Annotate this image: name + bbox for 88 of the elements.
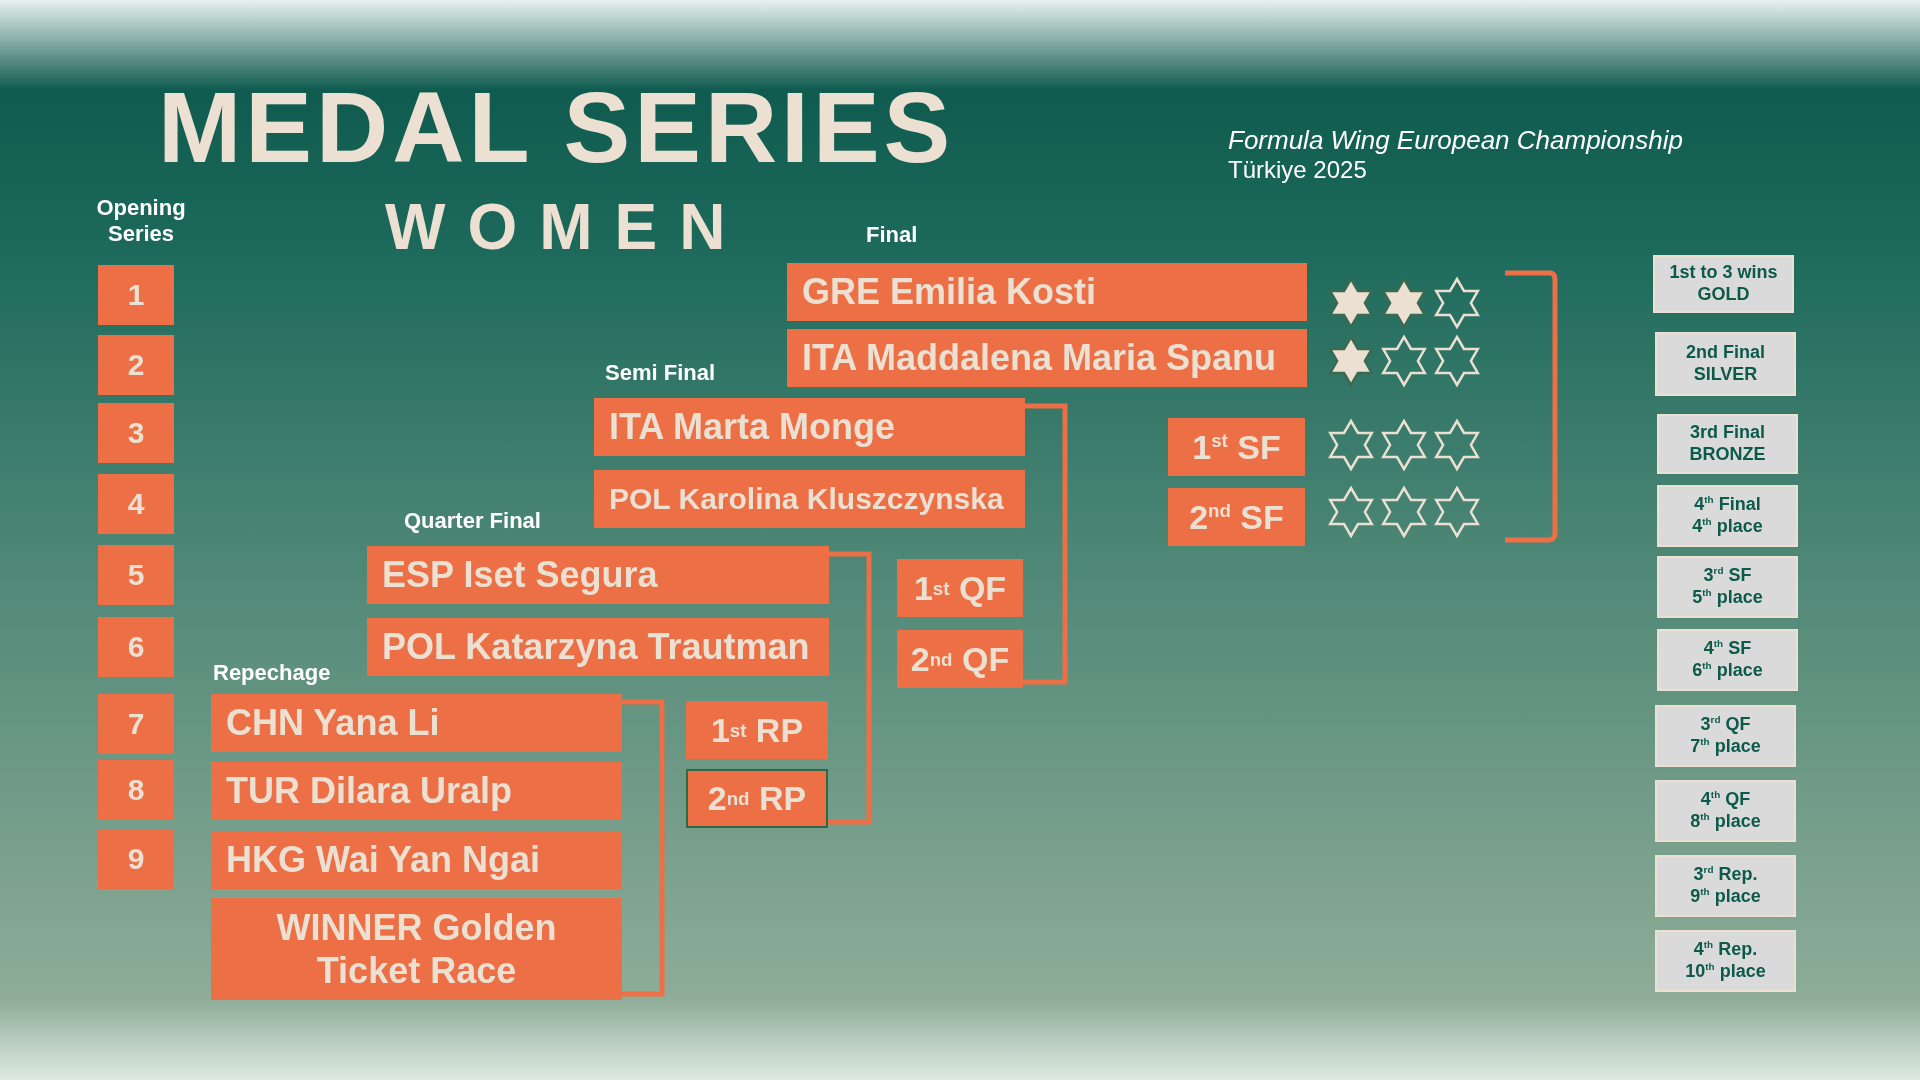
race-slot-box	[897, 559, 1023, 617]
placing-text: 6$^{th}$ place	[1692, 660, 1763, 682]
placing-text: 4$^{th}$ place	[1692, 516, 1763, 538]
placing-text: 3$^{rd}$ Rep.	[1693, 864, 1758, 886]
seed-number: 1	[127, 278, 145, 312]
bracket-connector	[1023, 403, 1068, 685]
athlete-name: POL Katarzyna Trautman	[382, 626, 811, 668]
seed-number: 4	[127, 487, 145, 521]
athlete-box	[367, 546, 829, 604]
race-slot-label: 1$^{st}$ SF	[1192, 427, 1281, 467]
athlete-box	[211, 898, 622, 1000]
placing-box	[1657, 414, 1798, 474]
athlete-name: ITA Marta Monge	[609, 406, 896, 448]
event-name: Formula Wing European Championship	[1228, 125, 1683, 156]
seed-box	[98, 474, 174, 534]
placing-text: GOLD	[1697, 284, 1750, 306]
athlete-box	[211, 694, 622, 752]
seed-number: 7	[127, 707, 145, 741]
column-heading: Repechage	[213, 660, 331, 686]
seed-box	[98, 694, 174, 754]
placing-box	[1655, 705, 1796, 767]
athlete-box	[211, 762, 622, 820]
seed-number: 3	[127, 416, 145, 450]
athlete-box	[787, 263, 1307, 321]
column-heading: Semi Final	[605, 360, 716, 386]
title: MEDAL SERIES	[158, 70, 955, 185]
bracket-connector	[828, 551, 872, 825]
seed-number: 5	[127, 558, 145, 592]
placing-text: 2nd Final	[1686, 342, 1765, 364]
placing-text: 4$^{th}$ Rep.	[1693, 939, 1758, 961]
placing-text: 7$^{th}$ place	[1690, 736, 1761, 758]
seed-number: 2	[127, 348, 145, 382]
placing-text: 3$^{rd}$ SF	[1703, 565, 1752, 587]
seed-box	[98, 403, 174, 463]
athlete-box	[594, 398, 1025, 456]
placing-box	[1653, 255, 1794, 313]
athlete-name: POL Karolina Kluszczynska	[609, 482, 1005, 516]
placing-text: 4$^{th}$ Final	[1694, 494, 1761, 516]
placing-text: 3rd Final	[1690, 422, 1765, 444]
race-slot-box	[1168, 418, 1305, 476]
placing-box	[1657, 556, 1798, 618]
athlete-box	[787, 329, 1307, 387]
seed-box	[98, 335, 174, 395]
column-heading: Final	[866, 222, 918, 248]
column-heading: Quarter Final	[404, 508, 541, 534]
placing-text: 10$^{th}$ place	[1685, 961, 1766, 983]
athlete-name: GRE Emilia Kosti	[802, 271, 1098, 313]
race-slot-box	[897, 630, 1023, 688]
placing-box	[1655, 780, 1796, 842]
bracket-connector	[622, 699, 665, 997]
placing-text: SILVER	[1693, 364, 1758, 386]
race-slot-box	[686, 769, 828, 828]
subtitle: WOMEN	[385, 190, 748, 264]
placing-text: 5$^{th}$ place	[1692, 587, 1763, 609]
placing-text: 4$^{th}$ SF	[1703, 638, 1752, 660]
race-slot-label: 2$^{nd}$ SF	[1189, 497, 1284, 537]
placing-box	[1655, 855, 1796, 917]
seed-box	[98, 265, 174, 325]
event-place-year: Türkiye 2025	[1228, 156, 1367, 184]
athlete-box	[211, 831, 622, 889]
race-slot-box	[686, 701, 828, 759]
placing-text: BRONZE	[1689, 444, 1766, 466]
placing-text: 9$^{th}$ place	[1690, 886, 1761, 908]
athlete-name: ESP Iset Segura	[382, 554, 659, 596]
seed-box	[98, 829, 174, 889]
seed-number: 6	[127, 630, 145, 664]
athlete-box	[367, 618, 829, 676]
race-slot-box	[1168, 488, 1305, 546]
placing-text: 1st to 3 wins	[1669, 262, 1778, 284]
athlete-name: TUR Dilara Uralp	[226, 770, 514, 812]
placing-text: 3$^{rd}$ QF	[1700, 714, 1751, 736]
seed-box	[98, 545, 174, 605]
placing-box	[1657, 485, 1798, 547]
seed-number: 8	[127, 773, 145, 807]
placing-box	[1657, 629, 1798, 691]
athlete-name: ITA Maddalena Maria Spanu	[802, 337, 1278, 379]
column-heading: Opening Series	[95, 195, 187, 247]
athlete-name: CHN Yana Li	[226, 702, 441, 744]
seed-number: 9	[127, 842, 145, 876]
placing-box	[1655, 332, 1796, 396]
placing-box	[1655, 930, 1796, 992]
athlete-name: WINNER Golden Ticket Race	[275, 905, 558, 993]
athlete-box	[594, 470, 1025, 528]
placing-text: 4$^{th}$ QF	[1700, 789, 1751, 811]
placing-text: 8$^{th}$ place	[1690, 811, 1761, 833]
seed-box	[98, 617, 174, 677]
athlete-name: HKG Wai Yan Ngai	[226, 839, 542, 881]
seed-box	[98, 760, 174, 820]
